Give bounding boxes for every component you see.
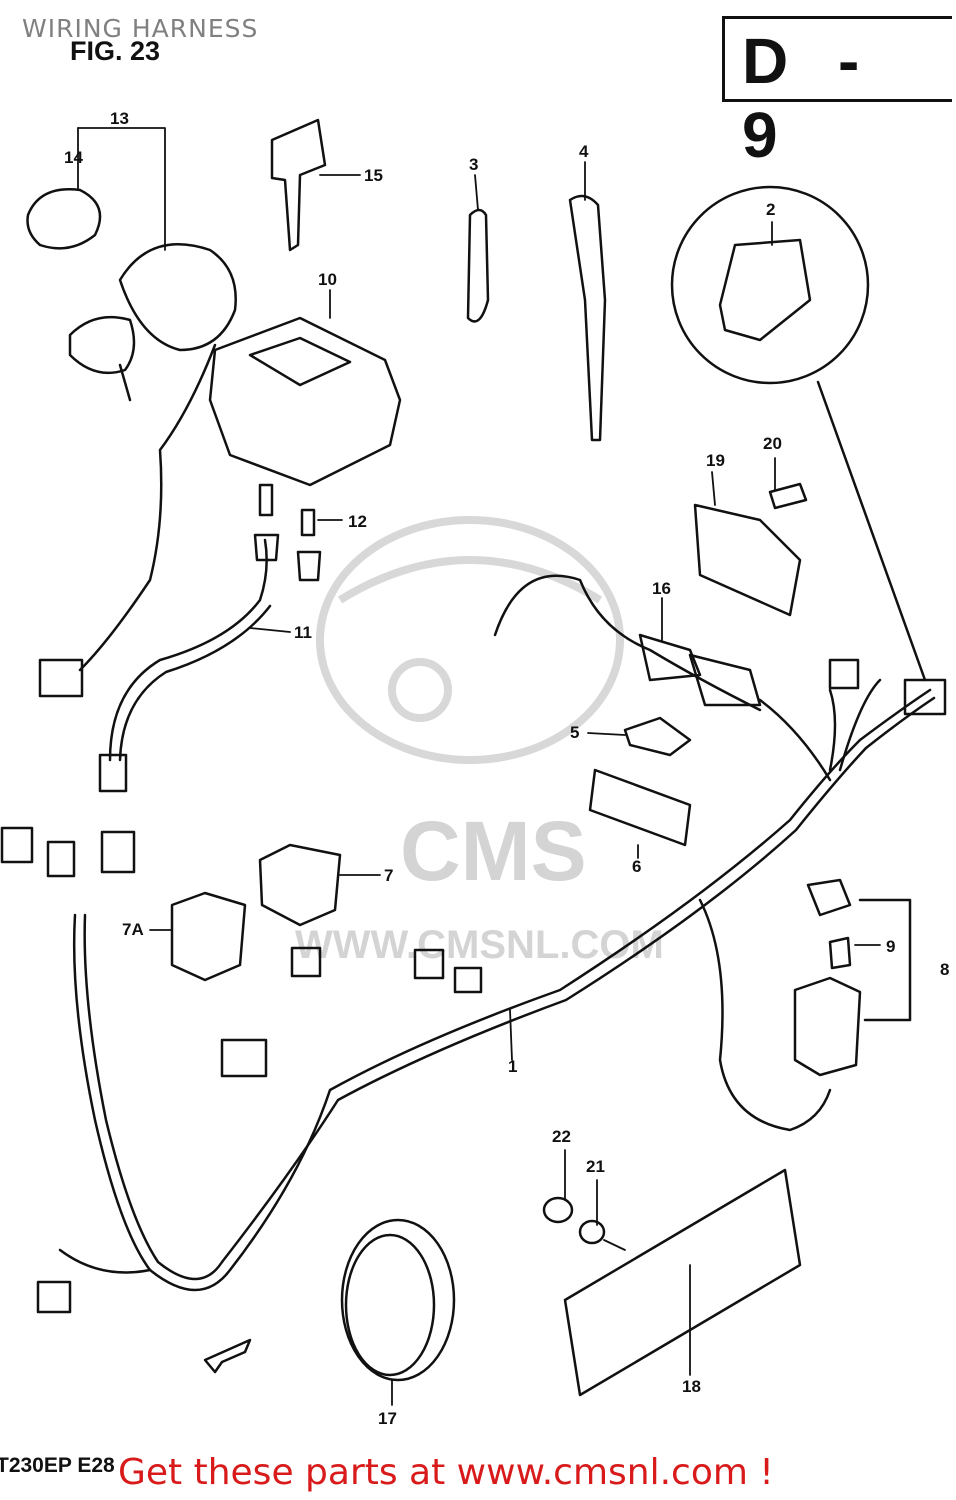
bolt bbox=[768, 482, 808, 510]
connector-left-c bbox=[0, 826, 34, 864]
ignition-switch bbox=[118, 243, 237, 352]
ignition-key bbox=[270, 118, 327, 252]
tie-band bbox=[568, 194, 607, 442]
part-label-7: 7 bbox=[384, 866, 393, 885]
neutral-switch bbox=[718, 238, 812, 342]
watermark-brand: CMS bbox=[400, 804, 587, 898]
nut bbox=[542, 1196, 574, 1224]
part-label-13: 13 bbox=[110, 109, 129, 128]
watermark-url: WWW.CMSNL.COM bbox=[295, 923, 664, 967]
part-label-18: 18 bbox=[682, 1377, 701, 1396]
connector-left-d bbox=[46, 840, 76, 878]
part-label-16: 16 bbox=[652, 579, 671, 598]
front-arrow bbox=[203, 1338, 252, 1374]
parts-link[interactable]: Get these parts at www.cmsnl.com ! bbox=[118, 1452, 774, 1493]
bulb-a bbox=[258, 483, 274, 517]
connector-mid-c bbox=[413, 948, 445, 980]
mounting-plate bbox=[693, 503, 802, 617]
detail-pointer-line bbox=[816, 380, 927, 682]
detail-circle bbox=[670, 185, 870, 385]
connector-left-e bbox=[100, 830, 136, 874]
part-label-7a: 7A bbox=[122, 920, 144, 939]
ignition-wire bbox=[78, 343, 217, 672]
connector-mid-d bbox=[453, 966, 483, 994]
fuse-holder bbox=[793, 976, 862, 1077]
main-wiring-harness bbox=[58, 678, 936, 1292]
relay-7a bbox=[170, 891, 247, 982]
flasher-relay bbox=[638, 633, 702, 682]
part-label-20: 20 bbox=[763, 434, 782, 453]
wire-flasher-lead bbox=[493, 574, 762, 712]
part-label-10: 10 bbox=[318, 270, 337, 289]
ignition-cap bbox=[26, 188, 102, 250]
connector-bottom-left bbox=[36, 1280, 72, 1314]
section-code-box bbox=[722, 16, 952, 102]
connector-right-b bbox=[903, 678, 947, 716]
part-label-14: 14 bbox=[64, 148, 83, 167]
model-code: T230EP E28 bbox=[0, 1454, 115, 1477]
fuse-cap bbox=[806, 878, 852, 917]
connector-left-a bbox=[38, 658, 84, 698]
sub-harness bbox=[108, 538, 268, 762]
part-label-11: 11 bbox=[294, 623, 312, 642]
part-label-21: 21 bbox=[586, 1157, 605, 1176]
part-label-4: 4 bbox=[579, 142, 589, 161]
wiring-label bbox=[588, 768, 692, 847]
connector-right-a bbox=[828, 658, 860, 690]
socket-a bbox=[253, 533, 280, 562]
part-label-22: 22 bbox=[552, 1127, 571, 1146]
part-label-9: 9 bbox=[886, 937, 895, 956]
round-reflector bbox=[340, 1218, 456, 1382]
watermark bbox=[316, 516, 624, 764]
fuse bbox=[828, 936, 852, 970]
washer bbox=[578, 1219, 606, 1245]
part-label-12: 12 bbox=[348, 512, 367, 531]
part-label-17: 17 bbox=[378, 1409, 397, 1428]
part-label-6: 6 bbox=[632, 857, 641, 876]
connector-mid-a bbox=[220, 1038, 268, 1078]
part-label-2: 2 bbox=[766, 200, 775, 219]
connector-mid-b bbox=[290, 946, 322, 978]
part-label-5: 5 bbox=[570, 723, 579, 742]
part-number-labels: 1 2 3 4 5 6 7 7A 8 9 10 11 12 13 14 15 1… bbox=[64, 109, 949, 1428]
connector-left-b bbox=[98, 753, 128, 793]
figure-label: FIG. 23 bbox=[70, 36, 161, 66]
starter-relay bbox=[258, 843, 342, 927]
harness-clip bbox=[623, 716, 692, 757]
part-label-1: 1 bbox=[508, 1057, 517, 1076]
bulb-b bbox=[300, 508, 316, 537]
regulator-unit bbox=[208, 316, 402, 487]
part-label-3: 3 bbox=[469, 155, 478, 174]
part-label-15: 15 bbox=[364, 166, 383, 185]
socket-b bbox=[296, 550, 322, 582]
leader-lines bbox=[77, 127, 881, 1406]
page-title: WIRING HARNESS bbox=[22, 14, 259, 43]
cable-clamp bbox=[466, 208, 490, 323]
section-code: D - 9 bbox=[742, 25, 876, 171]
plate-reflector bbox=[563, 1168, 802, 1397]
part-label-19: 19 bbox=[706, 451, 725, 470]
part-label-8: 8 bbox=[940, 960, 949, 979]
